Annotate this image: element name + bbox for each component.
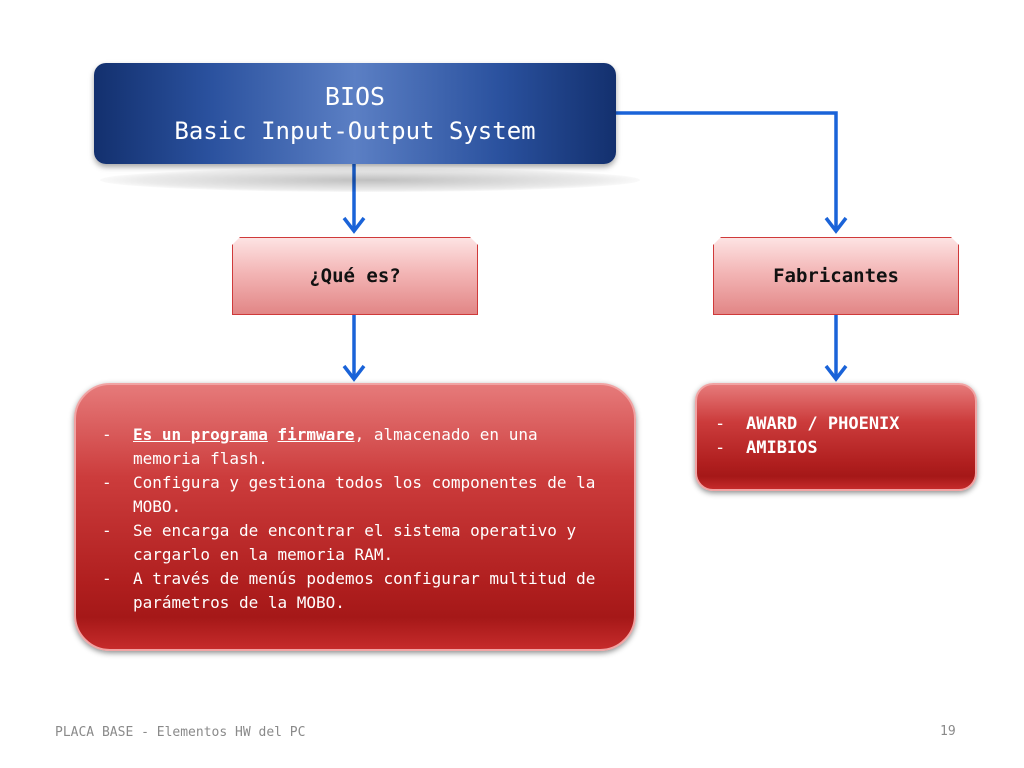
description-item-1: Es un programa firmware, almacenado en u… [102,423,612,471]
bios-title: BIOS [324,81,386,111]
footer-title: PLACA BASE - Elementos HW del PC [55,725,306,740]
manufacturer-item: AWARD / PHOENIX [715,412,900,436]
arrow-bios-to-que-head [342,216,366,234]
bios-title-box: BIOS Basic Input-Output System [94,63,616,164]
que-es-label: ¿Qué es? [309,265,401,287]
manufacturers-box: AWARD / PHOENIX AMIBIOS [695,383,977,491]
bios-subtitle: Basic Input-Output System [174,116,536,145]
manufacturer-item: AMIBIOS [715,436,900,460]
arrow-bios-to-fab-head [824,216,848,234]
page-number: 19 [940,724,956,739]
description-item-3: Se encarga de encontrar el sistema opera… [102,519,612,567]
fabricantes-box: Fabricantes [713,237,959,315]
arrow-bios-to-fab [616,111,838,229]
fabricantes-label: Fabricantes [773,265,899,287]
description-list: Es un programa firmware, almacenado en u… [102,423,612,615]
description-item-1-rest: , almacenado en una memoria flash. [133,425,538,468]
description-box: Es un programa firmware, almacenado en u… [74,383,636,651]
manufacturers-list: AWARD / PHOENIX AMIBIOS [715,412,900,460]
que-es-box: ¿Qué es? [232,237,478,315]
bios-box-reflection [100,168,640,192]
description-item-2: Configura y gestiona todos los component… [102,471,612,519]
description-item-1-emphasis: Es un programa [133,425,268,444]
arrow-que-to-desc-head [342,364,366,382]
description-item-1-firmware: firmware [277,425,355,444]
description-item-4: A través de menús podemos configurar mul… [102,567,612,615]
arrow-fab-to-list-head [824,364,848,382]
